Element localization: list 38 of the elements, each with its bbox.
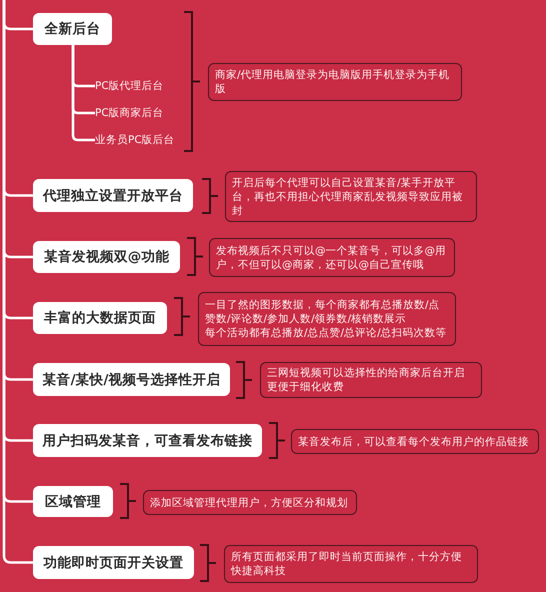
topic-text: 用户扫码发某音，可查看发布链接 xyxy=(42,432,252,450)
description-box xyxy=(143,490,357,515)
description-text: 更便于细化收费 xyxy=(267,380,345,394)
description-text: 添加区域管理代理用户，方便区分和规划 xyxy=(150,496,349,510)
sub-item-label: PC版代理后台 xyxy=(95,78,164,94)
description-text: 三网短视频可以选择性的给商家后台开启 xyxy=(267,366,466,380)
sub-item-label: PC版商家后台 xyxy=(95,105,164,121)
topic-box xyxy=(33,486,113,517)
sub-item-label: 业务员PC版后台 xyxy=(95,132,175,148)
topic-box xyxy=(33,546,194,579)
description-text: 所有页面都采用了即时当前页面操作，十分方便快捷高科技 xyxy=(231,550,463,578)
topic-text: 功能即时页面开关设置 xyxy=(44,554,184,572)
topic-text: 全新后台 xyxy=(44,20,100,38)
description-text: 发布视频后不只可以@一个某音号，可以多@用户，不但可以@商家，还可以@自己宣传哦 xyxy=(216,244,447,272)
topic-box xyxy=(33,179,193,212)
description-box xyxy=(260,362,482,398)
topic-box xyxy=(33,424,262,457)
description-text: 商家/代理用电脑登录为电脑版用手机登录为手机版 xyxy=(215,68,451,96)
topic-text: 某音发视频双@功能 xyxy=(44,248,170,266)
topic-box xyxy=(33,302,167,334)
connector-line xyxy=(72,45,95,142)
description-text: 某音发布后，可以查看每个发布用户的作品链接 xyxy=(298,434,530,448)
topic-box xyxy=(33,241,180,273)
description-box xyxy=(291,429,539,454)
topic-text: 某音/某快/视频号选择性开启 xyxy=(42,370,220,388)
topic-text: 丰富的大数据页面 xyxy=(44,309,156,327)
description-box xyxy=(225,171,477,222)
topic-text: 区域管理 xyxy=(45,492,101,510)
topic-text: 代理独立设置开放平台 xyxy=(43,186,183,204)
topic-box xyxy=(33,363,230,396)
description-box xyxy=(208,63,462,101)
description-text: 每个活动都有总播放/总点赞/总评论/总扫码次数等 xyxy=(205,326,448,340)
description-text: 开启后每个代理可以自己设置某音/某手开放平台，再也不用担心代理商家乱发视频导致应用被封 xyxy=(232,176,464,218)
description-box xyxy=(198,292,456,346)
description-box xyxy=(209,238,455,277)
description-box xyxy=(224,545,478,583)
description-text: 一目了然的图形数据，每个商家都有总播放数/点赞数/评论数/参加人数/领券数/核销数展示 xyxy=(205,298,441,326)
topic-box xyxy=(33,13,112,45)
